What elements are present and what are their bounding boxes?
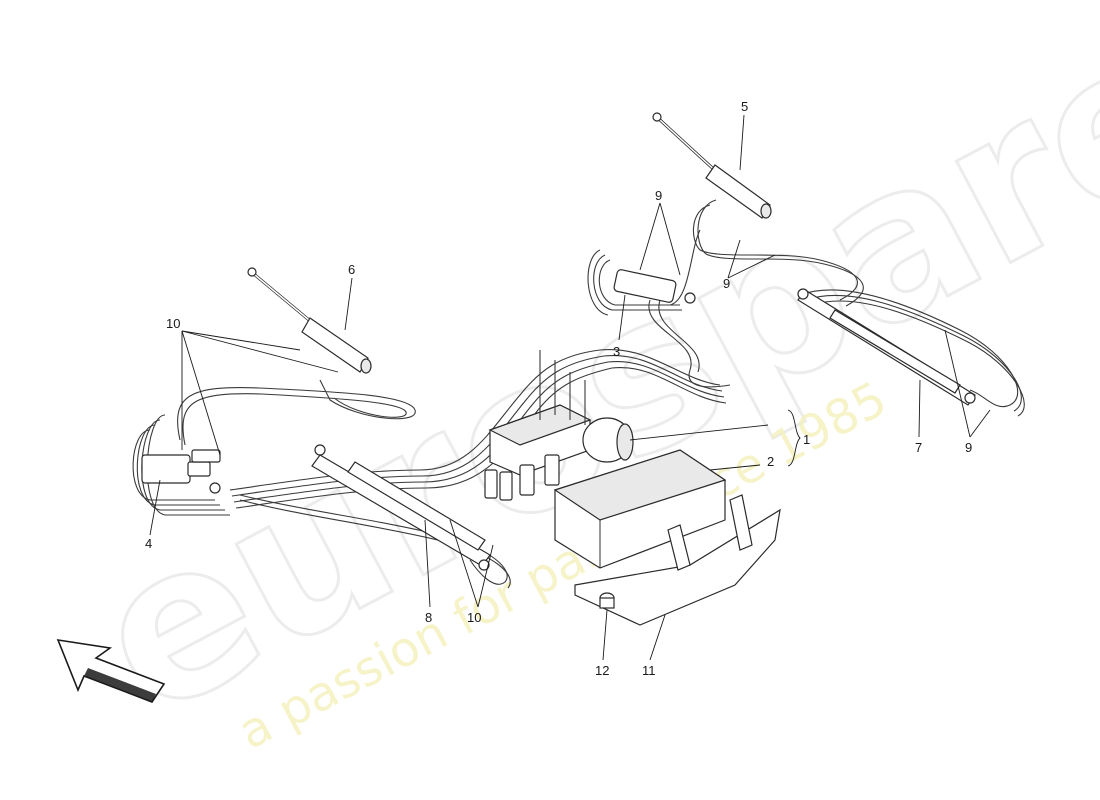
part-8-actuator: [311, 444, 491, 571]
callout-7: 7: [915, 440, 922, 455]
callout-1: 1: [803, 432, 810, 447]
part-12-bolt: [599, 592, 615, 609]
callout-2: 2: [767, 454, 774, 469]
part-4-hydraulic-cylinder: [141, 449, 221, 494]
part-3-hydraulic-cylinder: [613, 269, 696, 304]
part-7-actuator: [797, 288, 976, 406]
callout-5: 5: [741, 99, 748, 114]
callout-3: 3: [613, 344, 620, 359]
part-6-lift-strut: [247, 267, 372, 374]
callout-8: 8: [425, 610, 432, 625]
callout-9-middle: 9: [723, 276, 730, 291]
hydraulic-lines: [132, 199, 1025, 589]
callout-9-upper: 9: [655, 188, 662, 203]
front-direction-arrow-icon: [56, 638, 166, 703]
callout-4: 4: [145, 536, 152, 551]
callout-6: 6: [348, 262, 355, 277]
leader-lines: [149, 114, 991, 661]
part-11-mounting-bracket: [574, 494, 781, 626]
callouts: 1 2 3 4 5 6 7 8 9 9 9 10 10 11 12: [145, 99, 972, 678]
callout-12: 12: [595, 663, 609, 678]
callout-10-lower: 10: [467, 610, 481, 625]
callout-9-right: 9: [965, 440, 972, 455]
part-2-reservoir: [553, 449, 727, 569]
part-5-lift-strut: [652, 112, 772, 219]
callout-11: 11: [642, 663, 656, 678]
callout-10-left: 10: [166, 316, 180, 331]
part-1-hydraulic-pump-unit: [484, 350, 634, 501]
